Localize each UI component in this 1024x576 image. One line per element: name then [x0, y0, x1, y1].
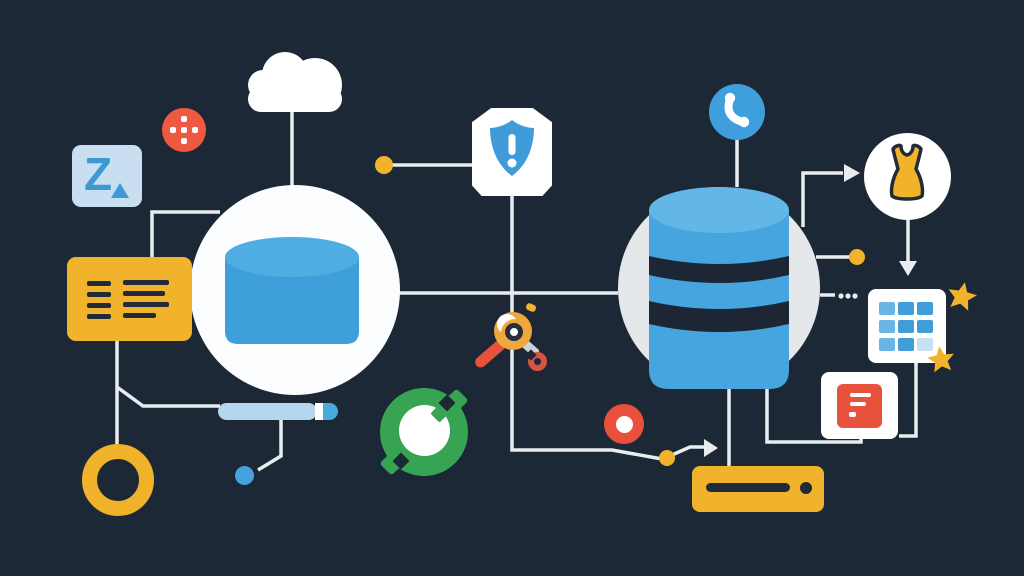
handset-ear [724, 92, 736, 104]
arrowhead-down-to-grid [899, 261, 917, 276]
ellipsis-dot-2 [845, 293, 851, 299]
phone-icon [724, 92, 750, 128]
letter-z-tile: Z [72, 145, 142, 207]
list-line [123, 280, 169, 285]
dot [181, 116, 187, 122]
handset-mouth [738, 116, 750, 128]
phone-badge [709, 84, 765, 140]
grid-cell [898, 302, 914, 315]
grid-cell [917, 338, 933, 351]
star-icon [927, 346, 954, 373]
cylinder-band [649, 256, 789, 283]
alert-shield-tile [472, 108, 552, 196]
grid-cell [917, 302, 933, 315]
dot [170, 127, 176, 133]
cylinder-band [649, 301, 789, 332]
list-line [123, 302, 169, 307]
server-led [800, 482, 812, 494]
line-branch-to-pen [115, 385, 220, 408]
cylinder-body [225, 257, 359, 344]
ellipsis-dot-3 [852, 293, 858, 299]
list-line [87, 292, 111, 297]
table-grid-icon [868, 289, 946, 363]
cylinder-top [649, 187, 789, 233]
line-db-right-to-vest-arrow [801, 171, 843, 227]
cloud-icon [246, 52, 346, 114]
list-line [87, 314, 111, 319]
junction-dot [659, 450, 675, 466]
z-triangle-icon [111, 183, 129, 198]
document-red-sheet [837, 384, 882, 428]
target-center [615, 415, 633, 433]
doc-line [850, 402, 866, 406]
grid-cell [879, 338, 895, 351]
list-line [123, 313, 156, 318]
star-icon [948, 282, 977, 311]
line-dot-to-arrow [671, 445, 704, 457]
doc-line [850, 393, 871, 397]
dot [181, 127, 187, 133]
dot [192, 127, 198, 133]
cloud-base [248, 86, 342, 112]
list-line [87, 303, 111, 308]
pen-body [218, 403, 317, 420]
list-card-icon [67, 257, 192, 341]
ellipsis-dot-1 [838, 293, 844, 299]
lens-pupil [505, 323, 523, 341]
grid-cell [879, 320, 895, 333]
arrowhead-into-vest [844, 164, 860, 182]
grid-cell [898, 338, 914, 351]
pen-tip [323, 403, 338, 420]
grid-cell [879, 302, 895, 315]
vest-icon [889, 143, 925, 201]
doc-bullet [849, 412, 856, 417]
database-right-icon [649, 187, 789, 389]
yellow-ring-icon [82, 444, 154, 516]
grid-cell [917, 320, 933, 333]
lens-crown [524, 302, 538, 313]
sync-badge-icon [378, 386, 470, 478]
target-marker-icon [604, 404, 644, 444]
junction-dot [849, 249, 865, 265]
magnifier-icon [470, 300, 555, 380]
cylinder-top [225, 237, 359, 277]
z-letter: Z [84, 148, 113, 200]
line-pen-to-blue-dot [257, 420, 283, 472]
grid-cell [898, 320, 914, 333]
list-line [123, 291, 165, 296]
pen-band [315, 403, 323, 420]
cylinder-body [649, 211, 789, 389]
dots-circle-icon [162, 108, 206, 152]
server-bar-icon [692, 466, 824, 512]
database-left-icon [225, 237, 359, 344]
list-line [87, 281, 111, 286]
vest-shape [889, 143, 925, 201]
junction-dot [375, 156, 393, 174]
alert-shield-icon [490, 120, 534, 176]
exclamation-dot [507, 158, 517, 168]
line-grid-elbow [899, 362, 918, 438]
dot [181, 138, 187, 144]
arrowhead-right-to-server-line [704, 439, 718, 457]
exclamation-bar [508, 134, 516, 155]
magnifier-hook [528, 352, 547, 371]
blue-node-dot [235, 466, 254, 485]
stylus-pen-icon [218, 403, 338, 420]
server-slot [706, 483, 790, 492]
line-db-left-to-list-card [150, 210, 220, 258]
vest-badge [864, 133, 951, 220]
document-card-icon [821, 372, 898, 439]
